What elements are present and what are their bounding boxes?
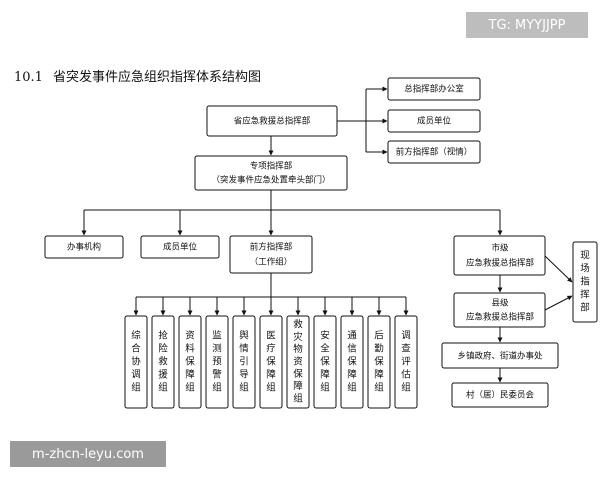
working-group-label: 安全保障组	[320, 330, 330, 394]
county-box	[453, 292, 546, 328]
village-box	[451, 382, 549, 408]
connector-lines	[81, 86, 573, 383]
working-group-label: 综合协调组	[131, 330, 141, 394]
section-number: 10.1	[14, 70, 43, 85]
special-label-line1: 专项指挥部	[250, 161, 293, 172]
town-label: 乡镇政府、街道办事处	[457, 351, 543, 362]
hq-box	[206, 105, 338, 137]
working-group-label: 通信保障组	[347, 331, 357, 394]
office-box	[44, 235, 124, 259]
section-title: 省突发事件应急组织指挥体系结构图	[52, 70, 261, 85]
onsite-box	[572, 241, 598, 323]
working-group-box	[367, 315, 391, 409]
working-group-box	[340, 315, 364, 409]
city-box	[453, 235, 546, 276]
working-group-box	[259, 315, 283, 409]
members-label: 成员单位	[163, 242, 198, 253]
diagram-boxes	[44, 77, 598, 408]
forward-label-line1: 前方指挥部	[250, 242, 293, 253]
onsite-label: 现场指挥部	[580, 251, 590, 314]
working-group-label: 医疗保障组	[266, 331, 276, 394]
watermark-bottom: m-zhcn-leyu.com	[10, 441, 166, 467]
working-group-label: 抢险救援组	[158, 330, 168, 394]
hq-forward-box	[387, 140, 481, 164]
working-group-box	[313, 315, 337, 409]
working-group-box	[151, 315, 175, 409]
onsite-label-text: 现场指挥部	[580, 251, 590, 314]
working-group-label: 救灾物资保障组	[293, 319, 303, 405]
page-title: 10.1 省突发事件应急组织指挥体系结构图	[14, 66, 261, 85]
special-box	[194, 155, 348, 191]
watermark-top: TG: MYYJJPP	[466, 12, 588, 38]
working-group-label: 资料保障组	[185, 331, 195, 394]
working-group-boxes	[124, 315, 418, 409]
working-group-labels: 综合协调组 抢险救援组 资料保障组 监测预警组 舆情引导组 医疗保障组 救灾物资保障组 安全保…	[131, 319, 411, 405]
working-group-label: 后勤保障组	[374, 331, 384, 394]
working-group-box	[394, 315, 418, 409]
city-label-line1: 市级	[491, 243, 509, 254]
node-labels: 省应急救援总指挥部 总指挥部办公室 成员单位 前方指挥部（视情） 专项指挥部 （…	[67, 84, 543, 401]
city-label-line2: 应急救援总指挥部	[466, 258, 535, 269]
members-box	[140, 235, 220, 259]
office-label: 办事机构	[67, 242, 101, 253]
village-label: 村（居）民委员会	[466, 390, 535, 401]
county-label-line2: 应急救援总指挥部	[466, 312, 535, 323]
hq-members-box	[387, 109, 481, 133]
working-group-box	[205, 315, 229, 409]
town-box	[441, 342, 559, 369]
working-group-box	[178, 315, 202, 409]
hq-office-box	[387, 77, 481, 101]
working-group-box	[232, 315, 256, 409]
working-group-label: 监测预警组	[212, 330, 222, 394]
hq-label: 省应急救援总指挥部	[234, 116, 311, 127]
working-group-label: 调查评估组	[401, 331, 411, 394]
hq-members-label: 成员单位	[417, 116, 452, 127]
special-label-line2: （突发事件应急处置牵头部门）	[211, 175, 330, 186]
hq-office-label: 总指挥部办公室	[404, 84, 464, 95]
forward-box	[229, 235, 313, 274]
county-label-line1: 县级	[491, 298, 509, 309]
working-group-label: 舆情引导组	[239, 330, 249, 394]
working-group-box	[124, 315, 148, 409]
forward-label-line2: （工作组）	[250, 257, 293, 268]
working-group-box	[286, 315, 310, 409]
hq-forward-label: 前方指挥部（视情）	[396, 147, 473, 158]
